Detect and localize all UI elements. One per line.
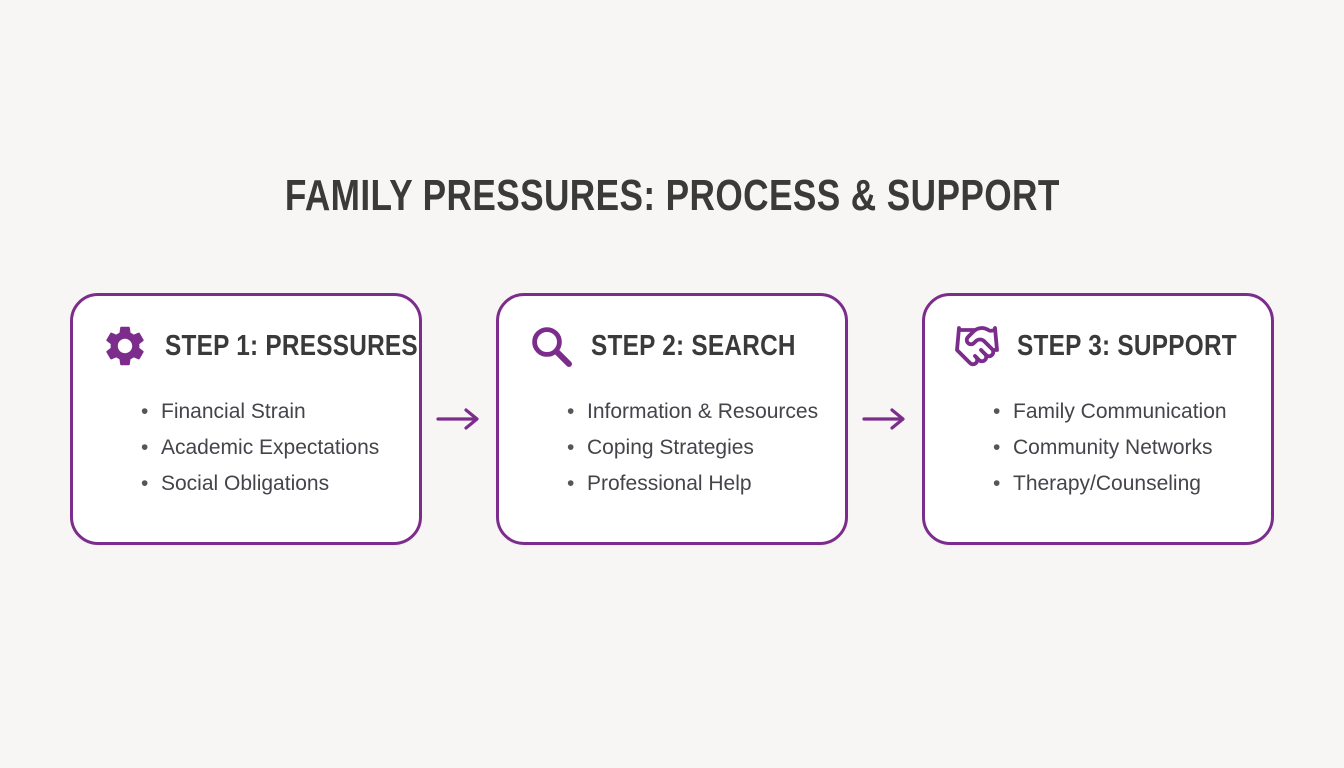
step-bullet-list: Financial Strain Academic Expectations S…: [97, 394, 397, 502]
search-icon: [527, 322, 575, 370]
step-header: STEP 2: SEARCH: [523, 322, 823, 370]
step-box-support: STEP 3: SUPPORT Family Communication Com…: [922, 293, 1274, 545]
gear-icon: [101, 322, 149, 370]
step-title: STEP 1: PRESSURES: [165, 329, 418, 362]
list-item: Coping Strategies: [567, 430, 823, 466]
list-item: Information & Resources: [567, 394, 823, 430]
list-item: Professional Help: [567, 466, 823, 502]
page-title: FAMILY PRESSURES: PROCESS & SUPPORT: [0, 171, 1344, 221]
step-header: STEP 1: PRESSURES: [97, 322, 418, 370]
list-item: Academic Expectations: [141, 430, 397, 466]
list-item: Social Obligations: [141, 466, 397, 502]
handshake-icon: [953, 322, 1001, 370]
list-item: Therapy/Counseling: [993, 466, 1249, 502]
step-title: STEP 2: SEARCH: [591, 329, 796, 362]
step-header: STEP 3: SUPPORT: [949, 322, 1249, 370]
list-item: Financial Strain: [141, 394, 397, 430]
step-box-pressures: STEP 1: PRESSURES Financial Strain Acade…: [70, 293, 422, 545]
flow-arrow-icon: [861, 406, 909, 432]
step-bullet-list: Family Communication Community Networks …: [949, 394, 1249, 502]
list-item: Family Communication: [993, 394, 1249, 430]
step-box-search: STEP 2: SEARCH Information & Resources C…: [496, 293, 848, 545]
step-title: STEP 3: SUPPORT: [1017, 329, 1237, 362]
process-flow: STEP 1: PRESSURES Financial Strain Acade…: [0, 293, 1344, 545]
page-title-text: FAMILY PRESSURES: PROCESS & SUPPORT: [284, 171, 1060, 221]
list-item: Community Networks: [993, 430, 1249, 466]
flow-arrow-icon: [435, 406, 483, 432]
step-bullet-list: Information & Resources Coping Strategie…: [523, 394, 823, 502]
